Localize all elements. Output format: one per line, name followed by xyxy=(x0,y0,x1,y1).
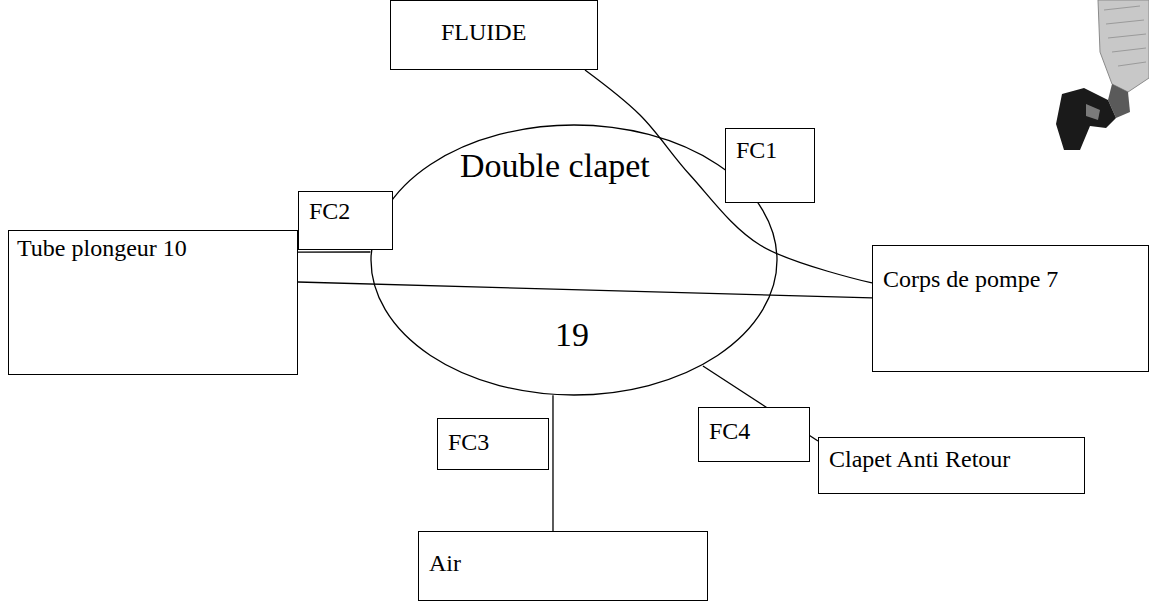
function-label-box: FC3 xyxy=(437,418,549,470)
node-label: Clapet Anti Retour xyxy=(829,446,1010,474)
node-label: Air xyxy=(429,550,461,578)
environment-box: Clapet Anti Retour xyxy=(818,437,1085,494)
node-label: Double clapet xyxy=(460,146,650,185)
node-label: FC1 xyxy=(736,137,777,165)
environment-box: Corps de pompe 7 xyxy=(872,245,1149,372)
connector-line xyxy=(552,395,553,531)
node-label: Corps de pompe 7 xyxy=(883,266,1058,294)
connector-line xyxy=(298,282,872,298)
node-label: FC2 xyxy=(309,198,350,226)
product-ellipse: Double clapet 19 xyxy=(370,124,778,396)
node-label: FC3 xyxy=(448,429,489,457)
node-label: Tube plongeur 10 xyxy=(17,235,187,263)
node-label: FC4 xyxy=(709,418,750,446)
function-label-box: FC2 xyxy=(298,191,393,250)
spray-nozzle xyxy=(1056,0,1149,150)
environment-box: Tube plongeur 10 xyxy=(8,230,298,375)
node-label: FLUIDE xyxy=(441,19,526,47)
function-label-box: FC4 xyxy=(698,407,810,462)
environment-box: Air xyxy=(418,531,708,601)
callout-number: 19 xyxy=(555,315,589,354)
function-label-box: FC1 xyxy=(725,128,815,203)
connector-line xyxy=(298,251,370,252)
function-box: FLUIDE xyxy=(390,0,598,70)
